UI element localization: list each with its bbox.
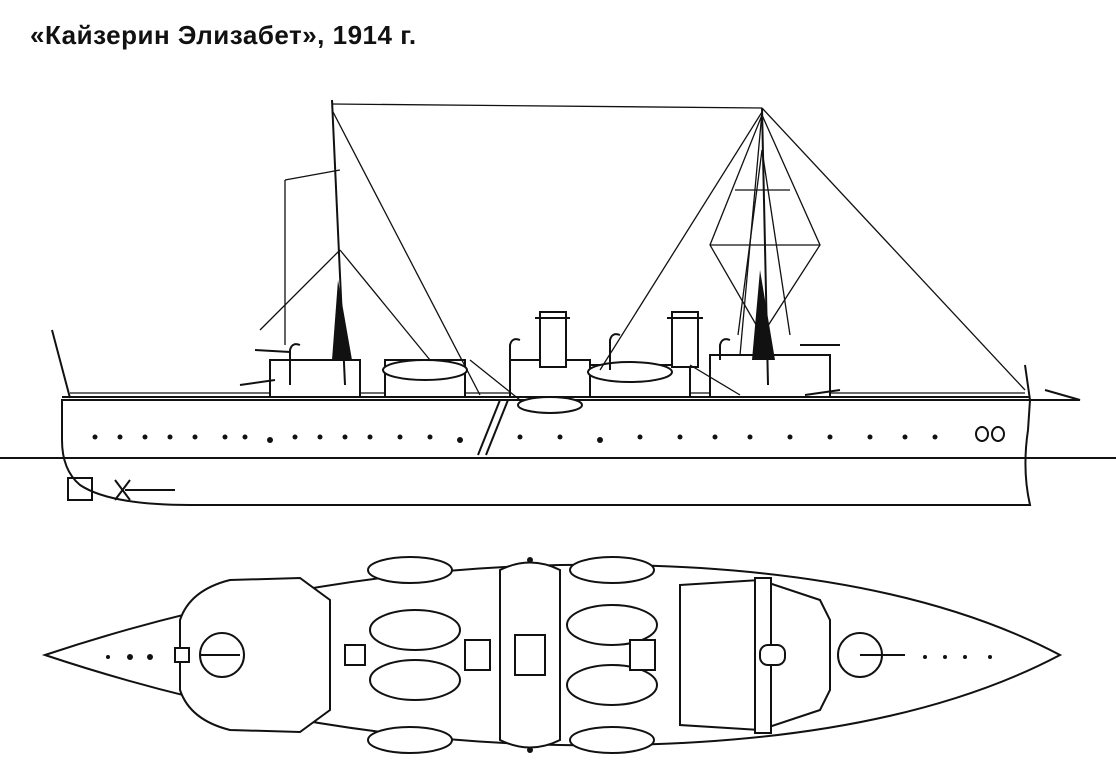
skylight [464, 639, 491, 671]
ventilator [509, 338, 521, 385]
drawing-title: «Кайзерин Элизабет», 1914 г. [30, 20, 417, 50]
boat [587, 361, 673, 383]
boat-plan [569, 726, 655, 754]
guns [239, 344, 841, 396]
boat-plan [369, 659, 461, 701]
skylight [629, 639, 656, 671]
rigging [259, 103, 1026, 401]
boat-plan [569, 556, 655, 584]
boat [382, 359, 468, 381]
propeller [114, 479, 175, 501]
hull [61, 399, 1032, 506]
forward-superstructure [709, 354, 831, 398]
hatch [344, 644, 366, 666]
rudder [67, 477, 93, 501]
hatch [174, 647, 190, 663]
hatch [759, 644, 786, 666]
boat-plan [367, 556, 453, 584]
boat-plan [566, 604, 658, 646]
bollards [106, 557, 992, 753]
bowsprit [1024, 364, 1081, 401]
hawse-hole [975, 426, 989, 442]
aft-deckhouse-plan [179, 576, 331, 734]
side-profile [0, 99, 1116, 506]
ventilator [719, 338, 731, 360]
boat-plan [369, 609, 461, 651]
funnel-aft [539, 311, 567, 368]
top-plan [41, 556, 1063, 754]
funnel-forward [671, 311, 699, 368]
boat-plan [566, 664, 658, 706]
ventilator [609, 333, 621, 370]
engine-skylight [514, 634, 546, 676]
boat-plan [367, 726, 453, 754]
ensign-staff [51, 329, 71, 399]
hawse-hole [991, 426, 1005, 442]
accommodation-ladder [477, 399, 509, 456]
boat [517, 396, 583, 414]
portholes [92, 434, 938, 443]
aft-superstructure [269, 359, 361, 398]
ventilator [289, 343, 301, 385]
